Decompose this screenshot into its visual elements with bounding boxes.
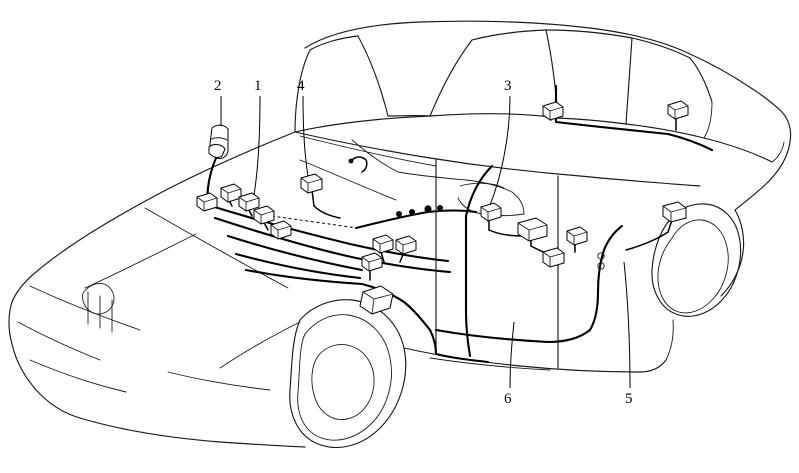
connector-j bbox=[359, 285, 394, 315]
connector-m bbox=[542, 247, 565, 268]
callout-leaders bbox=[220, 95, 631, 389]
connector-a bbox=[196, 192, 218, 212]
callout-4-label: 4 bbox=[297, 78, 305, 94]
connector-o bbox=[542, 101, 564, 121]
connector-l bbox=[517, 217, 548, 242]
callout-3-label: 3 bbox=[504, 78, 512, 94]
connector-b bbox=[220, 183, 242, 203]
connector-h bbox=[372, 234, 394, 254]
connector-k bbox=[480, 202, 502, 222]
callout-5-label: 5 bbox=[625, 391, 633, 407]
callout-1-label: 1 bbox=[254, 78, 262, 94]
callout-numbers: 2 1 4 3 6 5 bbox=[214, 78, 633, 407]
car-body-outline bbox=[8, 20, 792, 448]
connector-c bbox=[238, 192, 260, 212]
connector-e bbox=[270, 220, 292, 240]
connector-n bbox=[566, 226, 588, 246]
connector-q bbox=[662, 201, 687, 223]
connector-g bbox=[361, 252, 383, 272]
harness-connectors bbox=[196, 100, 689, 315]
callout-6-label: 6 bbox=[504, 391, 512, 407]
connector-r bbox=[208, 124, 229, 159]
connector-p bbox=[667, 100, 689, 120]
callout-2-label: 2 bbox=[214, 78, 222, 94]
connector-i bbox=[395, 235, 417, 255]
connector-f bbox=[300, 173, 323, 194]
connector-d bbox=[253, 205, 275, 225]
